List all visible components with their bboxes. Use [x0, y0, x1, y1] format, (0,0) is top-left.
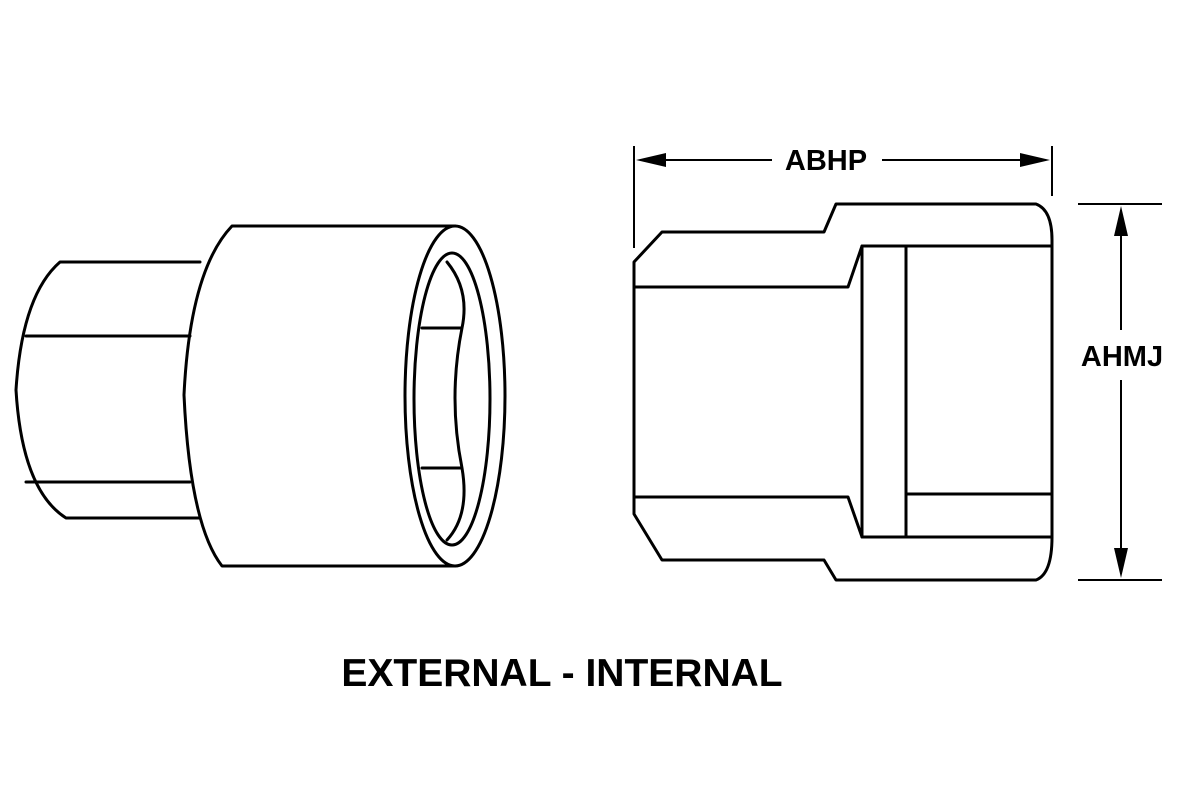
socket-rim-outer: [403, 224, 507, 568]
abhp-arrow-left: [636, 153, 666, 167]
abhp-arrow-right: [1020, 153, 1050, 167]
ahmj-arrow-top: [1114, 206, 1128, 236]
ahmj-label: AHMJ: [1081, 341, 1163, 373]
adapter-section-view: ABHP AHMJ: [632, 145, 1163, 582]
socket-bore: [412, 251, 492, 547]
section-wall-upper: [632, 202, 1054, 289]
section-wall-lower: [632, 495, 1054, 582]
socket-body: [182, 224, 457, 568]
adapter-isometric-view: [14, 224, 507, 568]
ahmj-arrow-bottom: [1114, 548, 1128, 578]
abhp-label: ABHP: [785, 145, 867, 177]
drawing-caption: EXTERNAL - INTERNAL: [341, 652, 782, 695]
hex-drive-end: [14, 260, 202, 520]
internal-hex-facets: [420, 260, 466, 542]
